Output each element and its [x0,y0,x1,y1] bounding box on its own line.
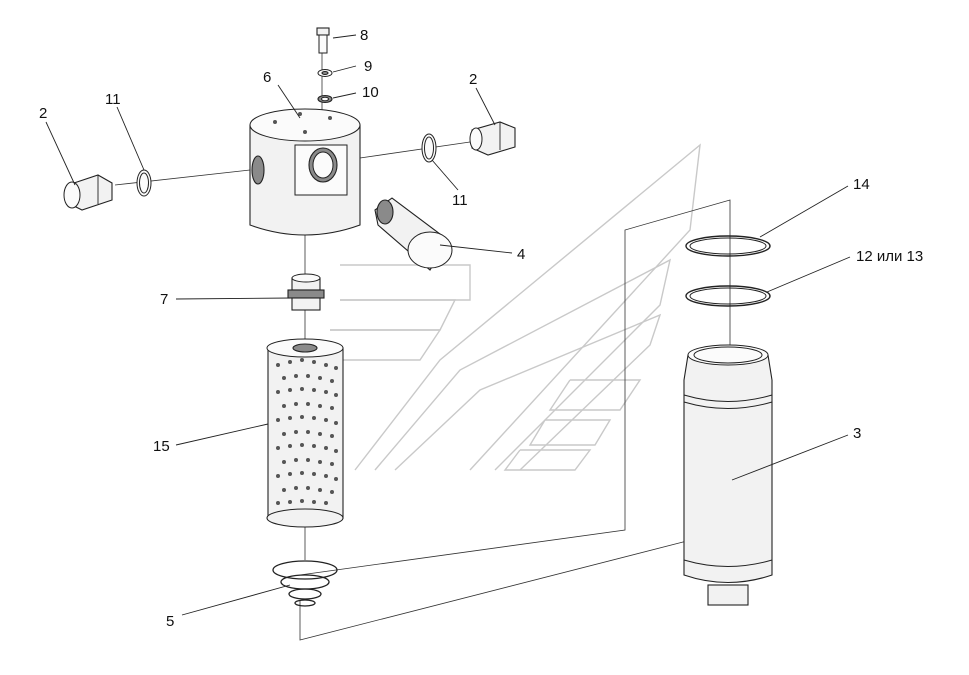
callout-part-6: 6 [263,69,271,86]
fitting-part-2-left [63,174,113,211]
spring-part-5 [272,560,338,607]
filter-bowl-part-3 [683,344,773,606]
callout-part-3: 3 [853,425,861,442]
callout-part-2-right: 2 [469,71,477,88]
fitting-part-2-right [469,121,516,156]
callout-part-10: 10 [362,84,379,101]
callout-part-7: 7 [160,291,168,308]
perforation-pattern [276,358,338,505]
callout-part-11-left: 11 [105,91,121,108]
filter-head-part-6 [249,108,361,236]
callout-part-5: 5 [166,613,174,630]
callout-part-11-right: 11 [452,192,468,209]
callout-part-14: 14 [853,176,870,193]
o-ring-part-11-left [136,169,152,197]
valve-part-4 [374,197,453,271]
callout-part-9: 9 [364,58,372,75]
watermark-logo [320,143,701,471]
seal-ring-part-12-13 [685,285,771,307]
seal-ring-part-14 [685,235,771,257]
assembly-axis-lines [114,42,731,641]
seal-part-10 [317,94,333,104]
callout-part-8: 8 [360,27,368,44]
callout-labels: 8 9 10 6 2 11 2 11 4 7 14 12 или 13 15 3… [39,27,923,630]
callout-part-15: 15 [153,438,170,455]
leader-lines [45,34,851,616]
callout-part-2-left: 2 [39,105,47,122]
callout-part-12-13: 12 или 13 [856,248,923,265]
o-ring-part-11-right [421,133,437,163]
filter-element-part-15 [266,338,344,528]
callout-part-4: 4 [517,246,525,263]
bolt-part-8 [316,27,330,54]
washer-part-9 [317,69,333,77]
adapter-part-7 [287,273,325,311]
